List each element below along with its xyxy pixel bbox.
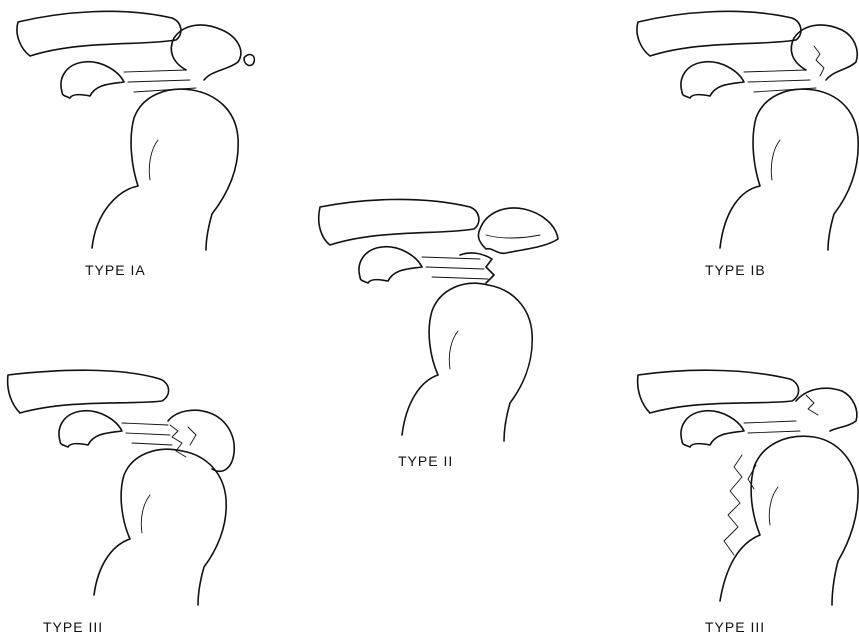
shoulder-illustration-type-ii [310, 195, 570, 475]
panel-type-ii: TYPE II [310, 195, 570, 475]
panel-type-iii-left: TYPE III [0, 365, 300, 641]
panel-label-type-iii-right: TYPE III [705, 619, 765, 635]
shoulder-illustration-type-ia [0, 0, 280, 290]
panel-label-type-ib: TYPE IB [705, 262, 766, 278]
panel-label-type-iii-left: TYPE III [43, 619, 103, 635]
panel-type-ib: TYPE IB [620, 0, 859, 290]
panel-type-iii-right: TYPE III [620, 365, 859, 641]
panel-label-type-ii: TYPE II [398, 453, 453, 469]
panel-type-ia: TYPE IA [0, 0, 280, 290]
shoulder-illustration-type-iii-left [0, 365, 300, 641]
shoulder-illustration-type-ib [620, 0, 859, 290]
shoulder-illustration-type-iii-right [620, 365, 859, 641]
panel-label-type-ia: TYPE IA [85, 262, 146, 278]
